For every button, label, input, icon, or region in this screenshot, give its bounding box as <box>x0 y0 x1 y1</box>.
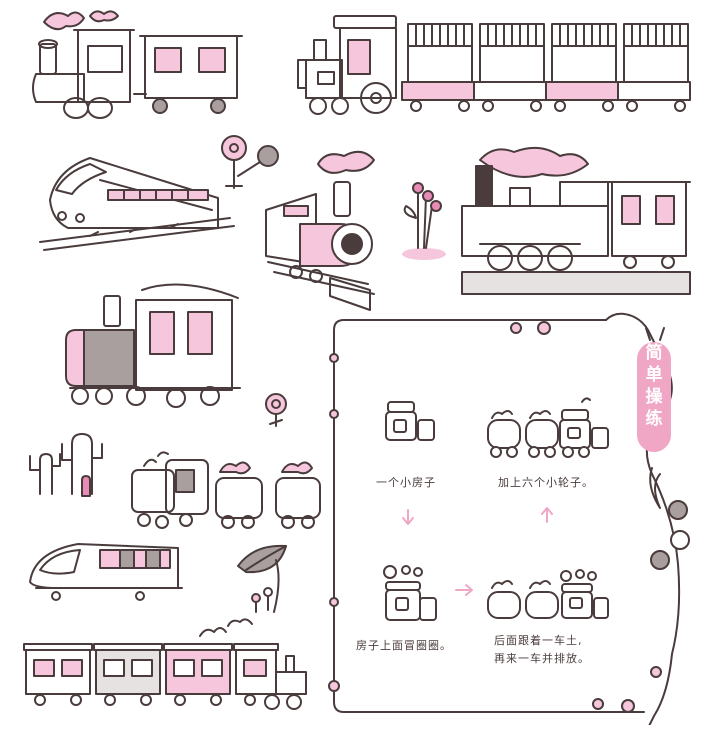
title-char-4: 练 <box>645 409 663 429</box>
steam-train-drawing <box>32 10 243 119</box>
step4-train-drawing <box>487 569 609 619</box>
title-char-3: 操 <box>645 387 663 407</box>
step1-house-drawing <box>385 401 435 441</box>
step3-caption: 房子上面冒圈圈。 <box>356 639 452 652</box>
step2-wheels-drawing <box>487 397 609 458</box>
platform-train-drawing <box>461 146 691 295</box>
arrow-down-icon <box>402 509 414 525</box>
awning-car-4 <box>617 23 691 112</box>
small-flower-drawing <box>265 393 287 427</box>
flower-pair-drawing <box>221 135 279 189</box>
title-char-2: 单 <box>645 365 663 385</box>
tulip-plant-drawing <box>402 182 446 260</box>
practice-panel-frame <box>328 312 690 729</box>
arrow-up-icon <box>541 507 553 523</box>
awning-car-1 <box>401 23 479 112</box>
bottom-train-drawing <box>23 618 307 710</box>
step3-smoke-drawing <box>383 565 437 621</box>
dirt-cart-train-drawing <box>131 451 321 529</box>
pink-locomotive-drawing <box>265 150 375 311</box>
arrow-right-icon <box>455 584 473 596</box>
awning-car-3 <box>545 23 623 112</box>
title-char-1: 简 <box>645 343 663 363</box>
step1-caption: 一个小房子 <box>376 476 436 489</box>
modern-train-drawing <box>39 157 235 251</box>
chunky-locomotive-drawing <box>65 283 241 408</box>
step4-caption-line1: 后面跟着一车土, <box>494 634 583 647</box>
bullet-train-drawing <box>29 543 183 601</box>
practice-title-tag: 简 单 操 练 <box>637 342 671 452</box>
awning-train-drawing <box>297 15 691 115</box>
leaf-drawing <box>237 544 287 613</box>
cactus-drawing <box>29 433 103 497</box>
step4-caption-line2: 再来一车并排放。 <box>494 652 590 665</box>
awning-car-2 <box>473 23 551 112</box>
step2-caption: 加上六个小轮子。 <box>498 476 594 489</box>
step4-caption: 后面跟着一车土, 再来一车并排放。 <box>494 632 590 668</box>
